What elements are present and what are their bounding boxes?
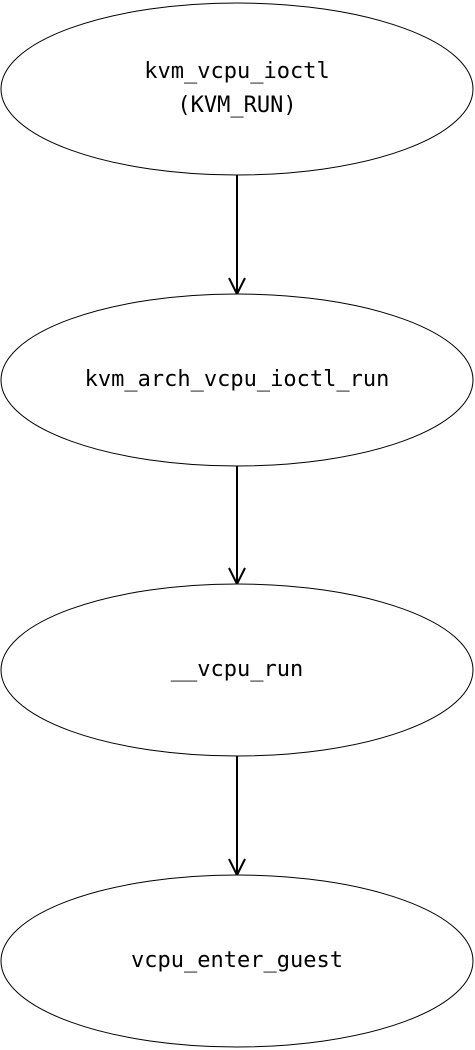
node-n3: __vcpu_run <box>0 583 474 757</box>
node-label: kvm_arch_vcpu_ioctl_run <box>85 367 390 392</box>
node-n1: kvm_vcpu_ioctl (KVM_RUN) <box>0 2 474 176</box>
node-ellipse <box>0 583 474 757</box>
node-n4: vcpu_enter_guest <box>0 874 474 1048</box>
node-label: __vcpu_run <box>171 657 303 682</box>
node-ellipse <box>0 2 474 176</box>
node-ellipse <box>0 874 474 1048</box>
node-label: vcpu_enter_guest <box>131 948 343 973</box>
node-ellipse <box>0 293 474 467</box>
node-n2: kvm_arch_vcpu_ioctl_run <box>0 293 474 467</box>
node-label: (KVM_RUN) <box>177 93 296 118</box>
node-label: kvm_vcpu_ioctl <box>144 59 329 84</box>
